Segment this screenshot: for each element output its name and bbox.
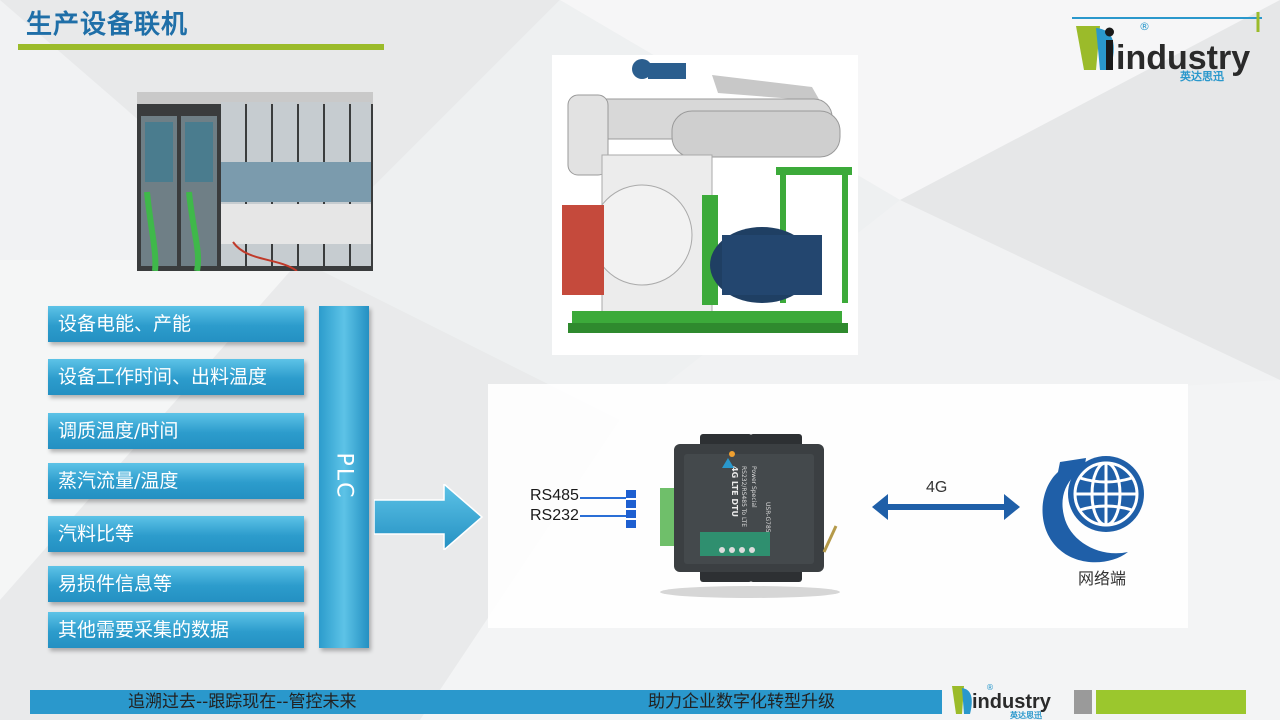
svg-text:®: ® (986, 683, 994, 692)
svg-text:Power Special: Power Special (750, 466, 757, 508)
svg-text:英达思迅: 英达思迅 (1009, 710, 1042, 720)
footer-industry-logo: industry 英达思迅 ® (952, 683, 1052, 720)
flow-arrow-right (374, 484, 484, 550)
link-4g-label: 4G (926, 479, 948, 496)
data-item-ratio: 汽料比等 (48, 516, 304, 552)
svg-text:USR-G785: USR-G785 (764, 502, 771, 533)
network-endpoint-label: 网络端 (1078, 569, 1127, 588)
svg-text:industry: industry (972, 691, 1052, 713)
data-item-energy: 设备电能、产能 (48, 306, 304, 342)
footer-slogan-left: 追溯过去--跟踪现在--管控未来 (128, 692, 357, 712)
svg-text:RS232/RS485 To LTE: RS232/RS485 To LTE (740, 466, 747, 527)
footer-bar: 追溯过去--跟踪现在--管控未来 助力企业数字化转型升级 (30, 690, 942, 714)
plc-label: PLC (331, 452, 357, 500)
data-item-other: 其他需要采集的数据 (48, 612, 304, 648)
svg-text:4G LTE DTU: 4G LTE DTU (730, 466, 739, 517)
plc-bar: PLC (319, 306, 369, 648)
port-rs485-label: RS485 (530, 487, 579, 504)
port-rs232-label: RS232 (530, 507, 579, 524)
data-item-runtime: 设备工作时间、出料温度 (48, 359, 304, 395)
dtu-device: 4G LTE DTU RS232/RS485 To LTE Power Spec… (580, 434, 840, 598)
registered-mark: ® (1139, 20, 1150, 33)
industry-logo: industry 英达思迅 ® (1072, 12, 1262, 82)
footer-slogan-right: 助力企业数字化转型升级 (648, 692, 835, 712)
globe-network-icon (1042, 456, 1144, 563)
logo-subtitle: 英达思迅 (1179, 69, 1224, 82)
logo-wordmark: industry (1116, 39, 1250, 77)
pellet-machine-photo (552, 55, 858, 355)
title-underline (18, 44, 384, 50)
plc-hardware-photo (137, 92, 373, 271)
footer-green-block (1096, 690, 1246, 714)
footer-gray-block (1074, 690, 1092, 714)
page-title: 生产设备联机 (26, 10, 189, 40)
data-item-conditioning: 调质温度/时间 (48, 413, 304, 449)
data-item-steam: 蒸汽流量/温度 (48, 463, 304, 499)
bidirectional-arrow (872, 494, 1020, 520)
data-item-wear-parts: 易损件信息等 (48, 566, 304, 602)
